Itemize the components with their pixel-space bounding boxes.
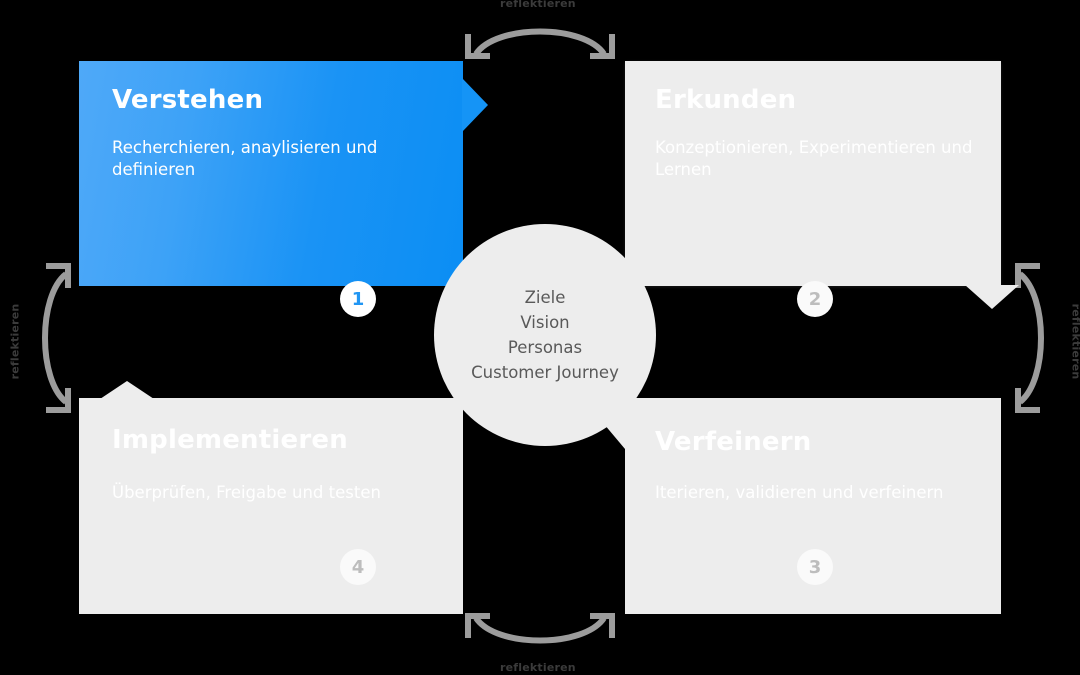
quadrant-verfeinern[interactable]: Verfeinern Iterieren, validieren und ver… [604,398,1001,614]
quadrant-erkunden-background [625,61,1001,286]
quadrant-verstehen[interactable]: Verstehen Recherchieren, anaylisieren un… [79,61,488,317]
arrow-right-icon [462,78,488,132]
hub-line-ziele: Ziele [524,287,566,307]
connector-top-label: reflektieren [500,0,576,10]
quadrant-verstehen-background [79,61,463,286]
quadrant-verfeinern-title: Verfeinern [655,427,812,457]
quadrant-implementieren-description: Überprüfen, Freigabe und testen [112,483,381,502]
arrow-down-icon [965,285,1019,309]
hub-line-vision: Vision [520,312,570,332]
quadrant-erkunden-step-badge: 2 [797,281,833,317]
quadrant-erkunden-title: Erkunden [655,85,797,115]
quadrant-verfeinern-description: Iterieren, validieren und verfeinern [655,483,944,502]
connector-top [462,8,618,60]
quadrant-implementieren-background [79,398,463,614]
connector-bottom-label: reflektieren [500,661,576,674]
hub-line-personas: Personas [507,338,583,357]
arrow-up-icon [100,381,154,399]
center-hub: Ziele Vision Personas Customer Journey [434,224,656,446]
quadrant-verfeinern-step-badge: 3 [797,549,833,585]
quadrant-erkunden[interactable]: Erkunden Konzeptionieren, Experimentiere… [625,61,1019,317]
quadrant-verstehen-step-badge: 1 [340,281,376,317]
connector-bottom [462,612,618,664]
connector-right [1012,262,1064,414]
connector-left [22,262,74,414]
quadrant-erkunden-description: Konzeptionieren, Experimentieren und Ler… [655,138,973,180]
connector-right-label: reflektieren [1069,303,1080,380]
quadrant-verstehen-description: Recherchieren, anaylisieren und definier… [112,138,378,180]
center-hub-text: Ziele Vision Personas Customer Journey [471,285,619,386]
quadrant-verstehen-title: Verstehen [112,85,264,115]
quadrant-implementieren-title: Implementieren [112,425,348,455]
connector-left-label: reflektieren [8,303,22,380]
quadrant-implementieren[interactable]: Implementieren Überprüfen, Freigabe und … [79,381,463,614]
quadrant-implementieren-step-badge: 4 [340,549,376,585]
hub-line-customer-journey: Customer Journey [471,363,619,383]
